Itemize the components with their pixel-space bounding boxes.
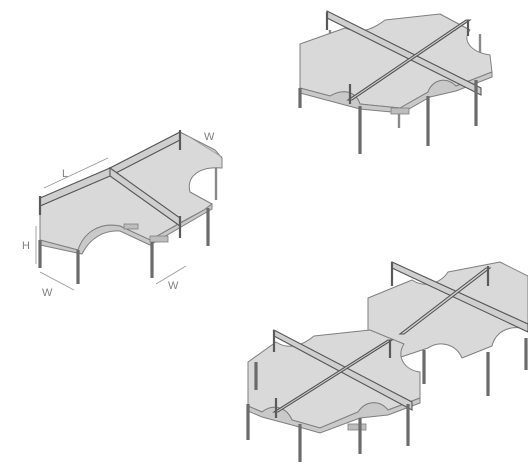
height-dimension-label: H bbox=[22, 240, 30, 252]
width-dimension-label-left: W bbox=[42, 287, 53, 299]
four-person-cluster-top bbox=[298, 10, 493, 154]
eight-person-cluster bbox=[246, 261, 528, 462]
two-person-workstation: L W H W W bbox=[22, 130, 223, 299]
width-dimension-label-right: W bbox=[168, 280, 179, 292]
width-dimension-label-top: W bbox=[204, 131, 215, 143]
length-dimension-label: L bbox=[62, 168, 68, 180]
